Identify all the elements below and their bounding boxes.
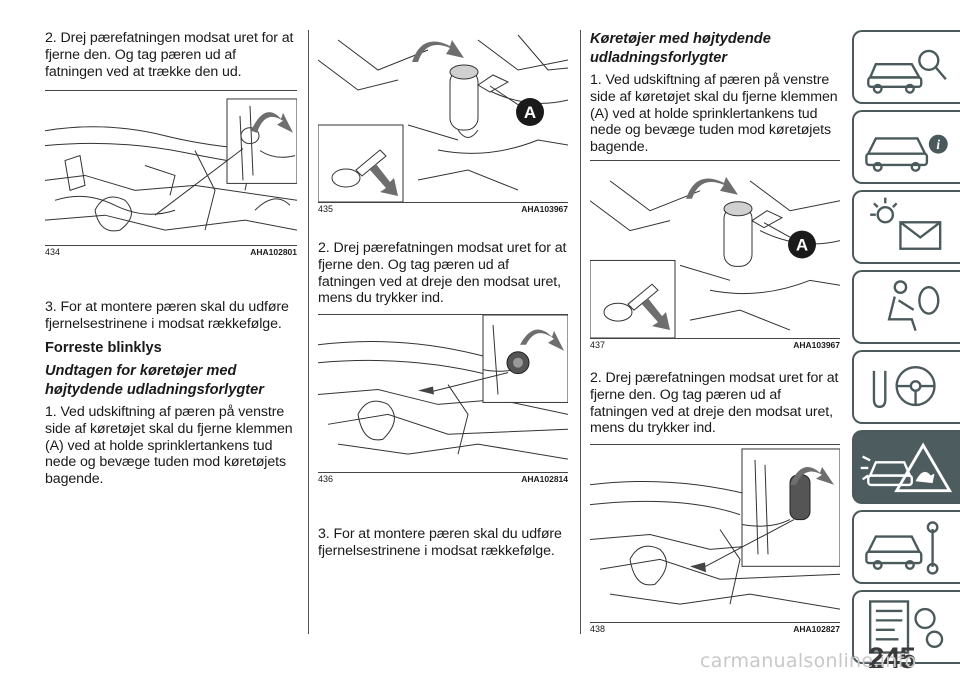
section-heading-hid-vehicles: Køretøjer med højtydende udladningsforly… bbox=[590, 31, 771, 66]
subsection-heading-except-hid: Undtagen for køretøjer med højtydende ud… bbox=[45, 363, 264, 398]
figure-434-image bbox=[45, 90, 297, 245]
figure-436-image bbox=[318, 314, 568, 472]
page-number: 245 bbox=[868, 642, 916, 675]
column-divider bbox=[580, 30, 581, 634]
col2-step-2-text: 2. Drej pærefatningen modsat uret for at… bbox=[318, 240, 567, 307]
figure-code: AHA102801 bbox=[250, 247, 297, 257]
figure-437-image: A bbox=[590, 160, 840, 338]
car-search-icon bbox=[867, 49, 947, 94]
airbag-icon bbox=[887, 280, 940, 332]
figure-code: AHA102814 bbox=[521, 474, 568, 484]
figure-437: A 437 AHA103967 bbox=[590, 160, 840, 350]
tab-car-emergency[interactable] bbox=[852, 430, 960, 504]
figure-434-caption: 434 AHA102801 bbox=[45, 245, 297, 257]
figure-number: 434 bbox=[45, 247, 61, 257]
figure-436: 436 AHA102814 bbox=[318, 314, 568, 484]
warning-lights-icon bbox=[870, 197, 942, 250]
tab-car-info[interactable]: i bbox=[852, 110, 960, 184]
tab-warning-lights[interactable] bbox=[852, 190, 960, 264]
tab-steering[interactable] bbox=[852, 350, 960, 424]
tab-car-search[interactable] bbox=[852, 30, 960, 104]
column-divider bbox=[308, 30, 309, 634]
watermark-text: carmanualsonline.info bbox=[700, 650, 917, 672]
col2-step-3-text: 3. For at montere pæren skal du udføre f… bbox=[318, 526, 562, 559]
figure-438-caption: 438 AHA102827 bbox=[590, 622, 840, 634]
figure-code: AHA103967 bbox=[793, 340, 840, 350]
col1-step-1-text: 1. Ved udskiftning af pæren på venstre s… bbox=[45, 404, 293, 488]
svg-text:i: i bbox=[936, 137, 940, 152]
specifications-icon bbox=[868, 600, 944, 654]
figure-435-image: A bbox=[318, 30, 568, 202]
figure-number: 437 bbox=[590, 340, 606, 350]
col1-step-2-text: 2. Drej pærefatningen modsat uret for at… bbox=[45, 30, 294, 80]
figure-435: A 435 AHA103967 bbox=[318, 30, 568, 214]
figure-434: 434 AHA102801 bbox=[45, 90, 297, 257]
tab-airbag[interactable] bbox=[852, 270, 960, 344]
col3-step-2-text: 2. Drej pærefatningen modsat uret for at… bbox=[590, 370, 839, 437]
car-maintenance-icon bbox=[865, 521, 939, 575]
figure-code: AHA102827 bbox=[793, 624, 840, 634]
figure-438-image bbox=[590, 444, 840, 622]
car-info-icon: i bbox=[865, 134, 948, 172]
figure-code: AHA103967 bbox=[521, 204, 568, 214]
figure-436-caption: 436 AHA102814 bbox=[318, 472, 568, 484]
col3-step-1-text: 1. Ved udskiftning af pæren på venstre s… bbox=[590, 72, 838, 156]
figure-number: 438 bbox=[590, 624, 606, 634]
figure-437-caption: 437 AHA103967 bbox=[590, 338, 840, 350]
tab-maintenance[interactable] bbox=[852, 510, 960, 584]
figure-438: 438 AHA102827 bbox=[590, 444, 840, 634]
callout-label-a: A bbox=[524, 103, 536, 122]
steering-wheel-icon bbox=[872, 365, 936, 409]
col1-step-3-text: 3. For at montere pæren skal du udføre f… bbox=[45, 299, 289, 332]
figure-435-caption: 435 AHA103967 bbox=[318, 202, 568, 214]
figure-number: 435 bbox=[318, 204, 334, 214]
figure-number: 436 bbox=[318, 474, 334, 484]
callout-label-a: A bbox=[796, 236, 808, 255]
tab-specifications[interactable] bbox=[852, 590, 960, 664]
section-heading-front-indicators: Forreste blinklys bbox=[45, 340, 162, 356]
car-emergency-icon bbox=[860, 442, 953, 493]
